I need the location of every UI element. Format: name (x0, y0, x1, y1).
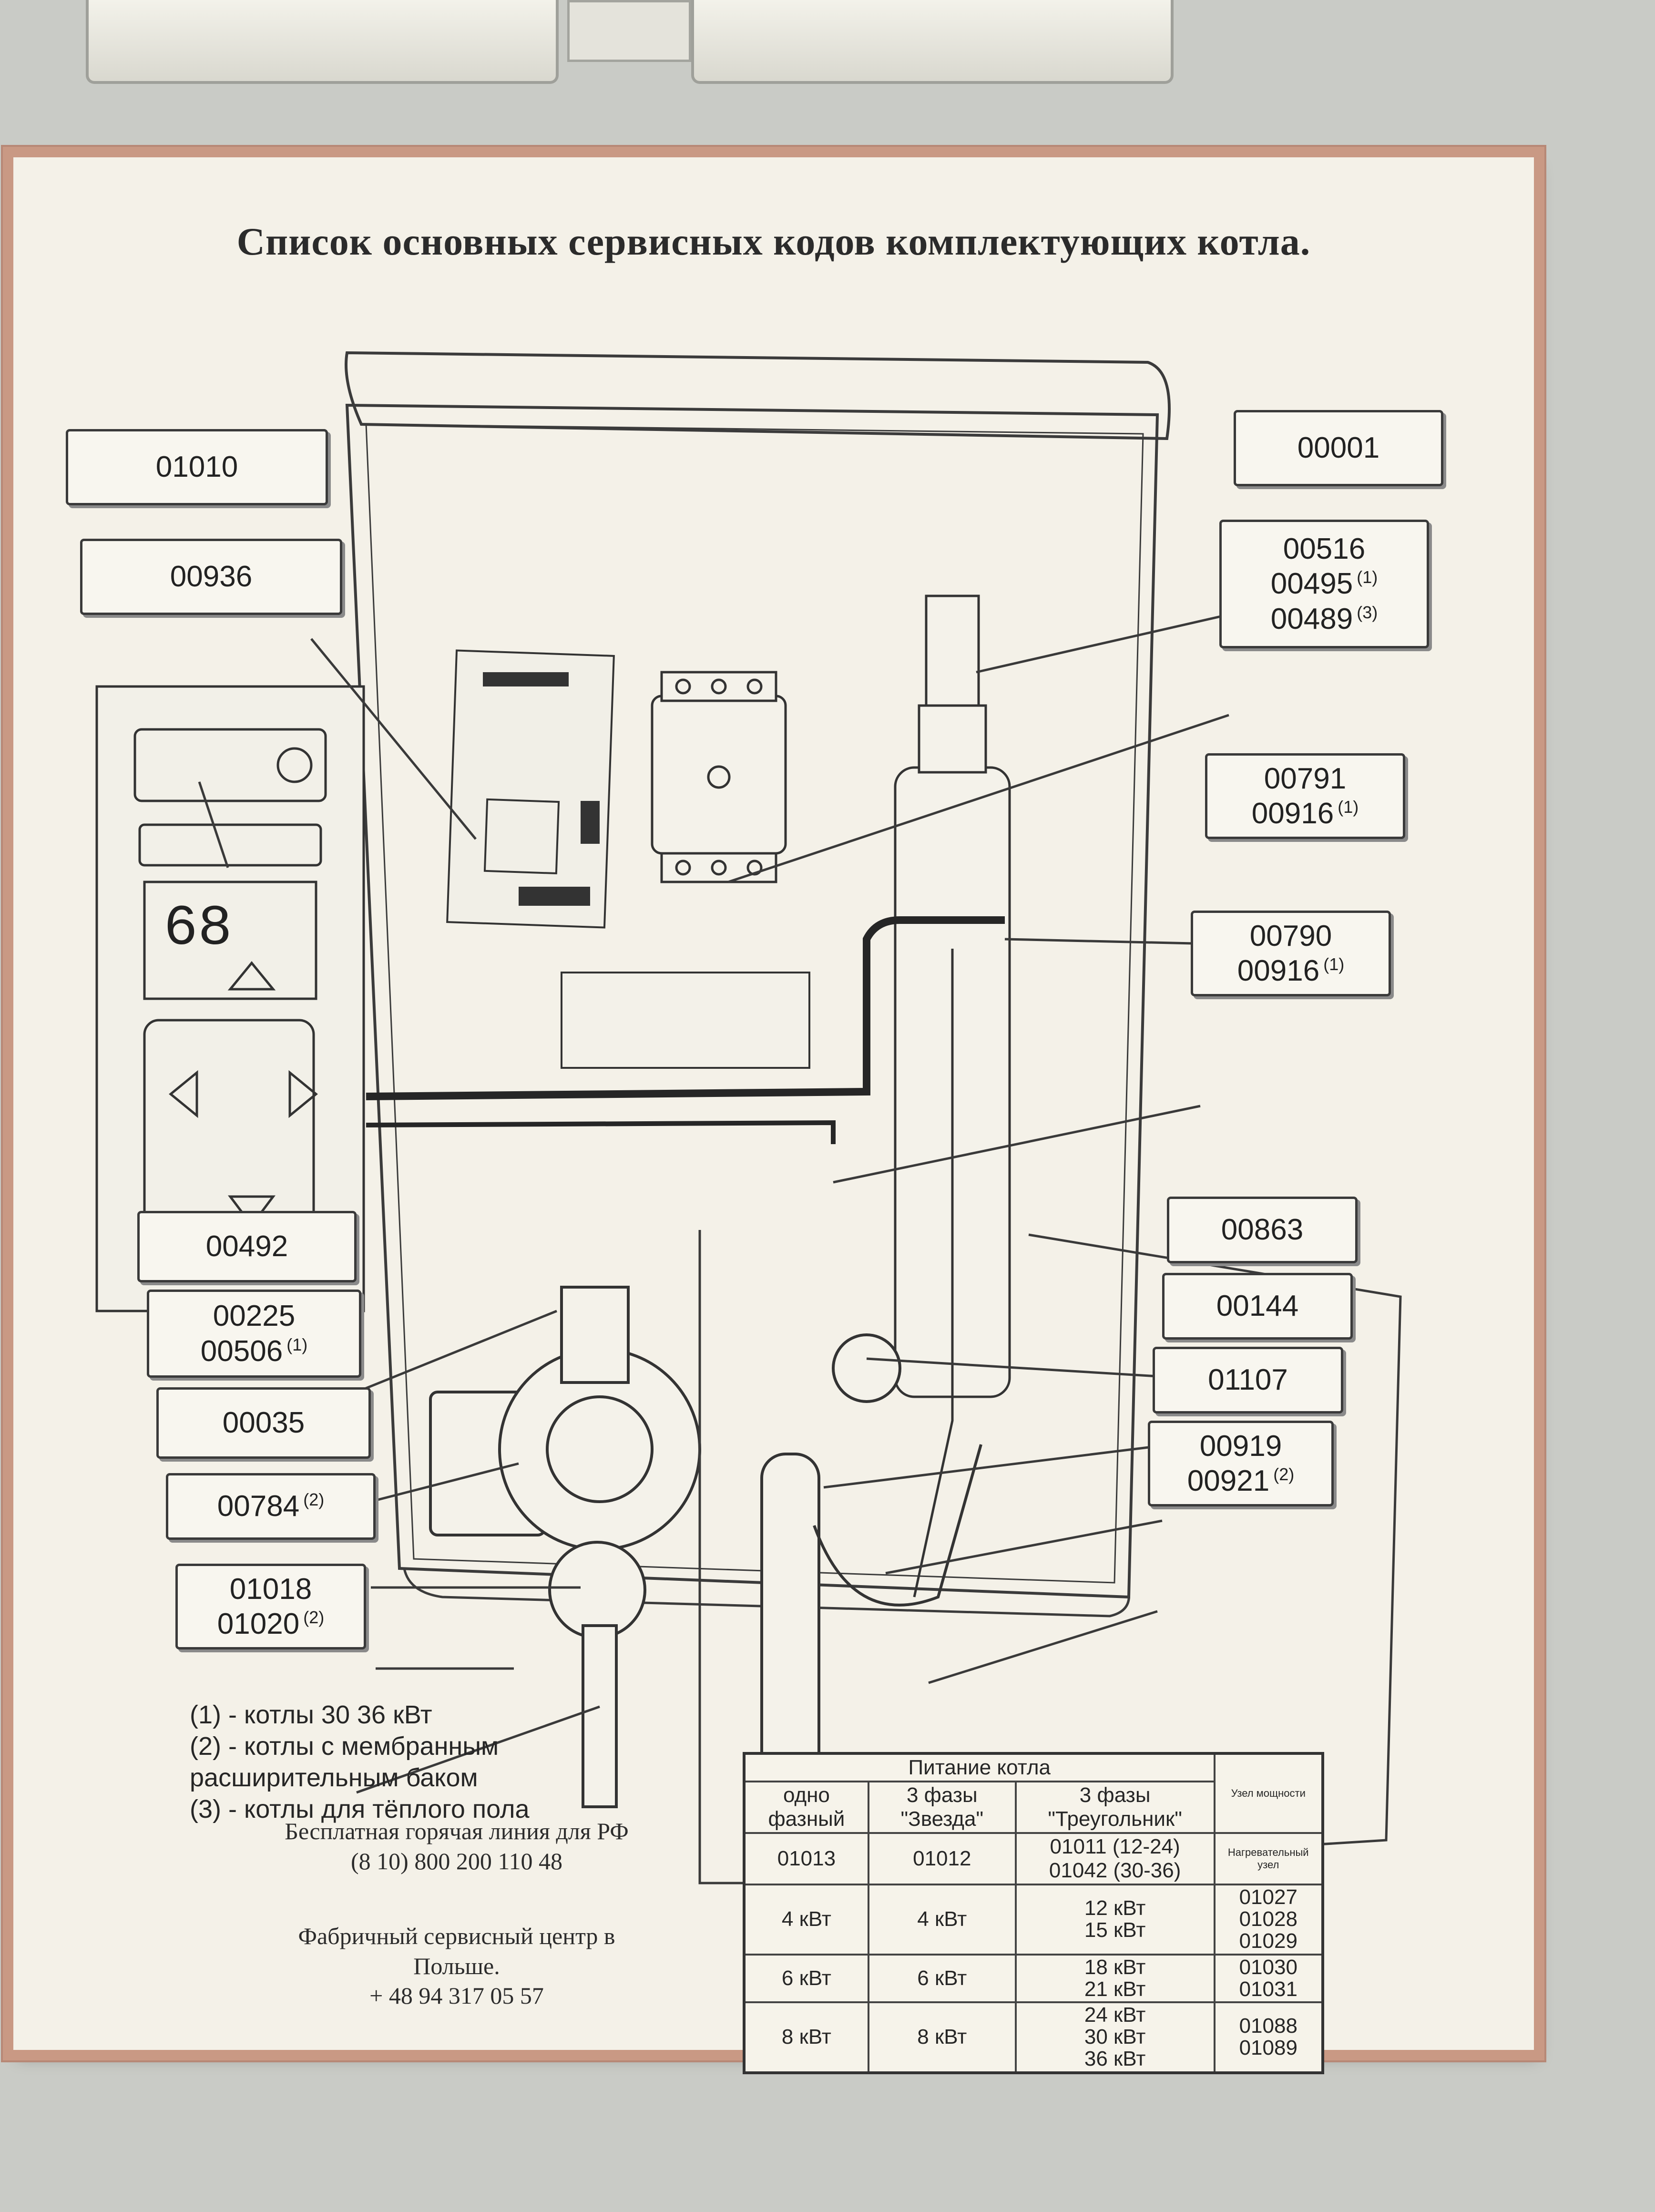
latch-hinge (567, 0, 691, 62)
col-one-phase: одно фазный (743, 1781, 869, 1834)
code-box-01018: 01018 01020(2) (175, 1564, 366, 1649)
code-box-00001: 00001 (1234, 410, 1443, 486)
code-box-00035: 00035 (156, 1387, 371, 1459)
contact-info: Бесплатная горячая линия для РФ (8 10) 8… (223, 1816, 690, 2011)
footnote-2: (2) - котлы с мембранным (190, 1731, 499, 1761)
col-star: 3 фазы "Звезда" (867, 1781, 1017, 1834)
hotline-phone: (8 10) 800 200 110 48 (351, 1847, 562, 1874)
boiler-inner-frame (365, 423, 1144, 1584)
code-box-00791: 00791 00916(1) (1205, 753, 1405, 839)
factory-label: Фабричный сервисный центр в (298, 1923, 615, 1949)
panel-display: 68 (163, 897, 232, 962)
control-panel (95, 685, 365, 1312)
code-box-00790: 00790 00916(1) (1191, 911, 1391, 996)
expansion-pipe (760, 1333, 982, 1789)
code-box-00863: 00863 (1167, 1197, 1358, 1263)
power-unit-header: Узел мощности (1213, 1752, 1324, 1834)
power-table-title: Питание котла (743, 1752, 1216, 1782)
heating-unit-header: Нагревательный узел (1213, 1832, 1324, 1885)
safety-board (561, 972, 810, 1069)
heat-exchanger (894, 594, 1011, 1598)
code-box-00516: 00516 00495(1) 00489(3) (1219, 520, 1429, 648)
factory-phone: + 48 94 317 05 57 (369, 1982, 544, 2009)
footnote-3: (3) - котлы для тёплого пола (190, 1794, 530, 1823)
cable-run (366, 916, 1005, 1100)
contactor (651, 671, 787, 883)
code-box-00492: 00492 (137, 1211, 357, 1282)
cabinet-latch-left (86, 0, 559, 84)
footnote-1: (1) - котлы 30 36 кВт (190, 1700, 432, 1729)
poster-title: Список основных сервисных кодов комплект… (236, 220, 1311, 263)
code-box-00144: 00144 (1162, 1273, 1353, 1340)
hotline-label: Бесплатная горячая линия для РФ (285, 1818, 629, 1844)
leader-lines (198, 609, 1402, 1884)
cabinet-latch-right (691, 0, 1174, 84)
code-one-phase: 01013 (743, 1832, 869, 1885)
code-box-00225: 00225 00506(1) (147, 1290, 361, 1378)
footnotes: (1) - котлы 30 36 кВт (2) - котлы с мемб… (190, 1700, 666, 1825)
code-box-00936: 00936 (80, 539, 342, 615)
code-box-00919: 00919 00921(2) (1148, 1421, 1334, 1506)
code-box-00784: 00784(2) (166, 1473, 376, 1540)
code-star: 01012 (867, 1832, 1017, 1885)
factory-label-country: Польше. (413, 1952, 500, 1979)
boiler-base (403, 1568, 1130, 1618)
code-box-01010: 01010 (66, 429, 328, 505)
service-codes-poster: Список основных сервисных кодов комплект… (13, 157, 1534, 2074)
pump (429, 1286, 701, 1551)
power-table: Питание котла Узел мощности одно фазный … (743, 1752, 1324, 2074)
pressure-gauge (548, 1541, 646, 1808)
code-triangle: 01011 (12-24) 01042 (30-36) (1014, 1832, 1216, 1885)
boiler-diagram: 68 (95, 351, 1402, 1884)
boiler-lid (345, 351, 1171, 440)
col-triangle: 3 фазы "Треугольник" (1014, 1781, 1216, 1834)
code-box-01107: 01107 (1153, 1347, 1343, 1413)
main-control-board (446, 649, 615, 929)
footnote-2-cont: расширительным баком (190, 1763, 478, 1792)
